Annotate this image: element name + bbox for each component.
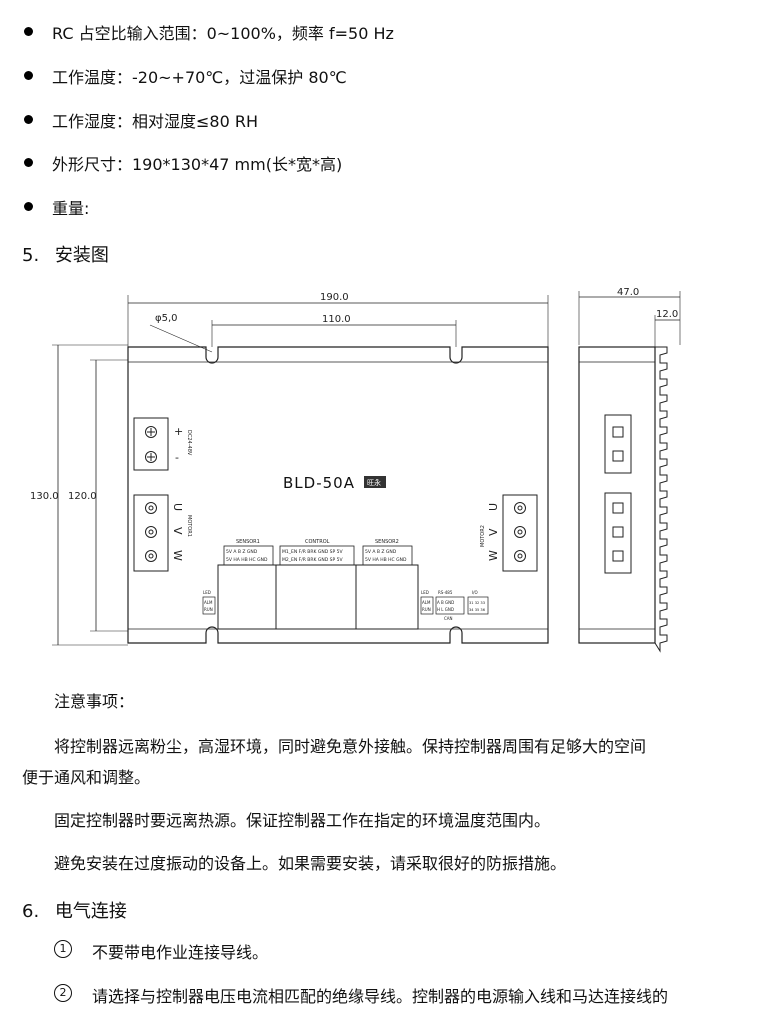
dim-fin: 12.0 bbox=[656, 309, 678, 320]
control-row1: M1_EN F/R BRK GND SP 5V bbox=[282, 549, 344, 555]
spec-humidity: 工作湿度：相对湿度≤80 RH bbox=[52, 112, 259, 131]
notes-title: 注意事项： bbox=[54, 692, 135, 711]
power-plus-label: + bbox=[174, 425, 183, 438]
can-label: CAN bbox=[444, 616, 453, 621]
sensor2-row2: 5V HA HB HC GND bbox=[365, 557, 407, 563]
section-title: 电气连接 bbox=[54, 901, 127, 922]
bullet-icon bbox=[24, 202, 33, 211]
section-heading-wiring: 6. 电气连接 bbox=[22, 897, 127, 923]
note-line-1a: 将控制器远离粉尘，高湿环境，同时避免意外接触。保持控制器周围有足够大的空间 bbox=[54, 737, 647, 756]
circled-number-icon: 2 bbox=[54, 984, 72, 1002]
dim-length: 190.0 bbox=[320, 292, 349, 303]
section-number: 6. bbox=[22, 901, 40, 922]
led-run-right: RUN bbox=[422, 607, 431, 612]
spec-temperature: 工作温度：-20~+70℃，过温保护 80℃ bbox=[52, 68, 347, 87]
note-line-3: 避免安装在过度振动的设备上。如果需要安装，请采取很好的防振措施。 bbox=[54, 854, 567, 873]
sensor1-row1: 5V A B Z GND bbox=[226, 549, 258, 555]
wiring-item-1: 不要带电作业连接导线。 bbox=[92, 943, 269, 962]
led-title-left: LED bbox=[203, 590, 211, 595]
spec-weight: 重量: bbox=[52, 199, 90, 218]
section-heading-install: 5. 安装图 bbox=[22, 241, 109, 267]
model-badge: 旺永 bbox=[367, 478, 381, 487]
sensor1-row2: 5V HA HB HC GND bbox=[226, 557, 268, 563]
led-title-right: LED bbox=[421, 590, 429, 595]
dim-height: 47.0 bbox=[617, 287, 639, 298]
sensor2-title: SENSOR2 bbox=[375, 539, 399, 545]
led-run-left: RUN bbox=[204, 607, 213, 612]
control-row2: M2_EN F/R BRK GND SP 5V bbox=[282, 557, 344, 563]
io-title: I/O bbox=[472, 590, 478, 595]
sensor1-title: SENSOR1 bbox=[236, 539, 260, 545]
wiring-item-2: 请选择与控制器电压电流相匹配的绝缘导线。控制器的电源输入线和马达连接线的 bbox=[92, 987, 669, 1006]
note-line-1b: 便于通风和调整。 bbox=[22, 768, 151, 787]
led-alm-right: ALM bbox=[422, 600, 431, 605]
dim-hole-spacing: 110.0 bbox=[322, 314, 351, 325]
bullet-icon bbox=[24, 27, 33, 36]
section-number: 5. bbox=[22, 245, 40, 266]
led-alm-left: ALM bbox=[204, 600, 213, 605]
dim-inner-width: 120.0 bbox=[68, 491, 97, 502]
installation-drawing: 190.0 110.0 φ5,0 130.0 120.0 + - DC24-48… bbox=[30, 287, 681, 653]
circled-number-icon: 1 bbox=[54, 940, 72, 958]
dim-hole-diameter: φ5,0 bbox=[155, 313, 178, 324]
motor2-label: MOTOR2 bbox=[480, 525, 486, 547]
bullet-icon bbox=[24, 71, 33, 80]
model-label: BLD-50A bbox=[283, 474, 355, 492]
control-title: CONTROL bbox=[305, 539, 330, 545]
sensor2-row1: 5V A B Z GND bbox=[365, 549, 397, 555]
dim-width: 130.0 bbox=[30, 491, 59, 502]
power-minus-label: - bbox=[175, 451, 179, 464]
rs485-row1: A B GND bbox=[437, 600, 454, 605]
motor1-v-label: V bbox=[171, 527, 184, 535]
power-terminal-label: DC24-48V bbox=[186, 430, 192, 456]
motor1-w-label: W bbox=[171, 550, 184, 561]
motor2-v-label: V bbox=[487, 528, 500, 536]
bullet-icon bbox=[24, 115, 33, 124]
motor1-u-label: U bbox=[171, 503, 184, 511]
motor1-label: MOTOR1 bbox=[186, 515, 192, 537]
spec-duty-input: RC 占空比输入范围：0~100%，频率 f=50 Hz bbox=[52, 24, 394, 43]
io-row1: 31 32 33 bbox=[469, 601, 485, 605]
motor2-w-label: W bbox=[487, 550, 500, 561]
rs485-title: RS-485 bbox=[438, 590, 453, 595]
spec-dimensions: 外形尺寸：190*130*47 mm(长*宽*高) bbox=[52, 155, 343, 174]
motor2-u-label: U bbox=[487, 503, 500, 511]
note-line-2: 固定控制器时要远离热源。保证控制器工作在指定的环境温度范围内。 bbox=[54, 811, 551, 830]
bullet-icon bbox=[24, 158, 33, 167]
io-row2: 34 35 36 bbox=[469, 608, 486, 612]
section-title: 安装图 bbox=[54, 245, 109, 266]
rs485-row2: H L GND bbox=[437, 607, 454, 612]
